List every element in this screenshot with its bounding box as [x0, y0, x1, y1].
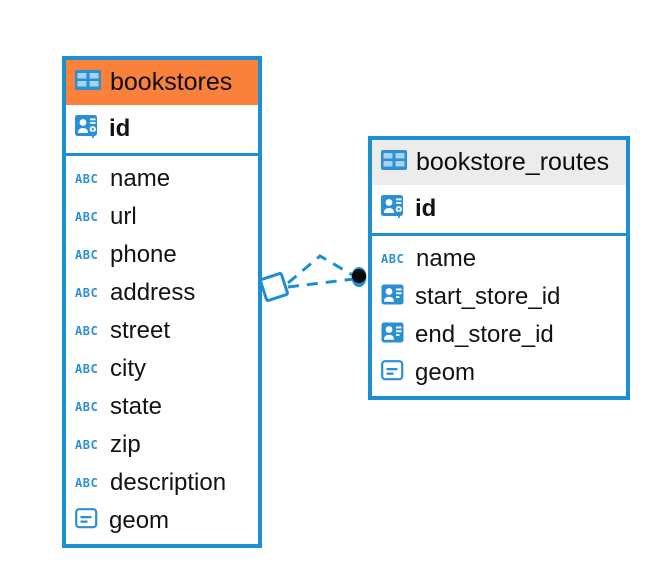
abc-text-icon: ABC: [75, 166, 102, 192]
column-label: geom: [415, 359, 476, 386]
column-label: name: [110, 165, 171, 192]
table-header-bookstore-routes[interactable]: bookstore_routes: [372, 140, 626, 185]
geometry-icon: [75, 507, 101, 536]
svg-text:ABC: ABC: [75, 362, 98, 376]
svg-text:ABC: ABC: [381, 252, 404, 266]
abc-text-icon: ABC: [75, 356, 102, 382]
svg-text:ABC: ABC: [75, 286, 98, 300]
column-label: description: [110, 469, 227, 496]
svg-text:ABC: ABC: [75, 400, 98, 414]
column-label: url: [110, 203, 137, 230]
table-row-column[interactable]: ABC name: [372, 240, 626, 278]
abc-text-icon: ABC: [75, 470, 102, 496]
table-row-column[interactable]: ABC street: [66, 312, 258, 350]
table-row-column[interactable]: ABC name: [66, 160, 258, 198]
columns-section: ABC name ABC url ABC phone: [66, 156, 258, 546]
column-label: name: [416, 245, 477, 272]
column-label: zip: [110, 431, 141, 458]
table-title: bookstore_routes: [416, 148, 610, 176]
table-grid-icon: [381, 150, 407, 175]
table-row-column[interactable]: ABC description: [66, 464, 258, 502]
relationship-line-branch-lower: [287, 277, 355, 289]
svg-text:ABC: ABC: [75, 172, 98, 186]
table-row-column[interactable]: end_store_id: [372, 316, 626, 354]
table-row-column[interactable]: ABC address: [66, 274, 258, 312]
filled-dot-icon: [351, 267, 367, 287]
foreign-key-icon: [381, 283, 407, 312]
primary-key-section: id: [66, 105, 258, 156]
table-grid-icon: [75, 70, 101, 95]
abc-text-icon: ABC: [75, 204, 102, 230]
abc-text-icon: ABC: [75, 394, 102, 420]
column-label: id: [109, 115, 131, 142]
column-label: address: [110, 279, 196, 306]
column-label: start_store_id: [415, 283, 561, 310]
column-label: city: [110, 355, 146, 382]
columns-section: ABC name start_store_id: [372, 236, 626, 398]
table-row-column[interactable]: ABC url: [66, 198, 258, 236]
table-title: bookstores: [110, 68, 233, 96]
abc-text-icon: ABC: [75, 280, 102, 306]
diamond-many-icon: [259, 272, 289, 302]
svg-text:ABC: ABC: [75, 476, 98, 490]
svg-text:ABC: ABC: [75, 438, 98, 452]
abc-text-icon: ABC: [75, 242, 102, 268]
table-row-column[interactable]: ABC state: [66, 388, 258, 426]
abc-text-icon: ABC: [75, 432, 102, 458]
column-label: street: [110, 317, 171, 344]
column-label: state: [110, 393, 163, 420]
primary-key-section: id: [372, 185, 626, 236]
column-label: end_store_id: [415, 321, 554, 348]
geometry-icon: [381, 359, 407, 388]
foreign-key-icon: [381, 321, 407, 350]
table-row-column[interactable]: ABC phone: [66, 236, 258, 274]
column-label: geom: [109, 507, 170, 534]
svg-text:ABC: ABC: [75, 248, 98, 262]
column-label: id: [415, 195, 437, 222]
table-row-column[interactable]: start_store_id: [372, 278, 626, 316]
relationship-line-branch-upper: [287, 254, 357, 285]
svg-text:ABC: ABC: [75, 210, 98, 224]
table-header-bookstores[interactable]: bookstores: [66, 60, 258, 105]
primary-key-icon: [381, 194, 407, 225]
table-row-column[interactable]: ABC city: [66, 350, 258, 388]
abc-text-icon: ABC: [75, 318, 102, 344]
er-table-bookstores[interactable]: bookstores id: [62, 56, 262, 548]
table-row-primary-key[interactable]: id: [66, 105, 258, 153]
table-row-column[interactable]: ABC zip: [66, 426, 258, 464]
table-row-column[interactable]: geom: [372, 354, 626, 392]
column-label: phone: [110, 241, 177, 268]
table-row-column[interactable]: geom: [66, 502, 258, 540]
abc-text-icon: ABC: [381, 246, 408, 272]
primary-key-icon: [75, 114, 101, 145]
svg-text:ABC: ABC: [75, 324, 98, 338]
er-table-bookstore-routes[interactable]: bookstore_routes id: [368, 136, 630, 400]
table-row-primary-key[interactable]: id: [372, 185, 626, 233]
